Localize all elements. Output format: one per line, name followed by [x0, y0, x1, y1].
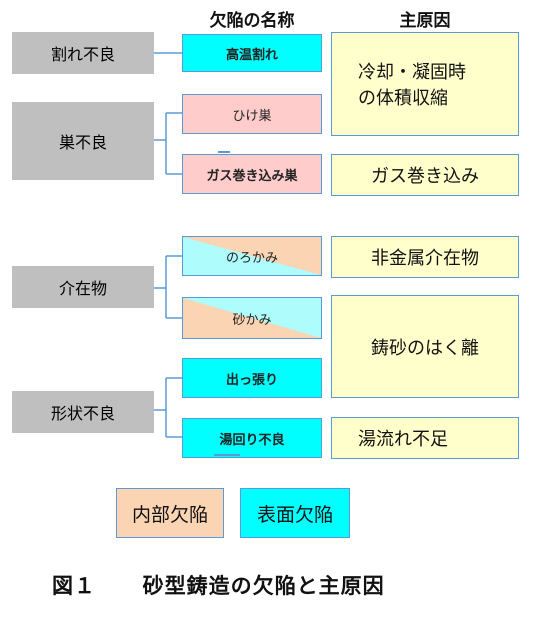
- category-kaizai: 介在物: [12, 266, 154, 308]
- defect-gas-makikomi-su: ガス巻き込み巣: [182, 154, 322, 194]
- legend-internal-defect: 内部欠陥: [116, 488, 224, 538]
- defect-yumawari-furyo: 湯回り不良: [182, 418, 322, 458]
- cause-hikinzoku-kaizaibutsu: 非金属介在物: [331, 236, 519, 278]
- figure-caption: 図１ 砂型鋳造の欠陥と主原因: [52, 570, 512, 600]
- header-defect-name: 欠陥の名称: [209, 11, 295, 31]
- underline-mark: [214, 454, 240, 456]
- defect-deppari: 出っ張り: [182, 358, 322, 398]
- cause-yunagare-busoku: 湯流れ不足: [331, 417, 519, 459]
- cause-gas-makikomi: ガス巻き込み: [331, 154, 519, 196]
- category-wari: 割れ不良: [12, 32, 154, 74]
- cause-line: 冷却・凝固時: [358, 62, 466, 83]
- cause-line: の体積収縮: [358, 88, 448, 109]
- figure-title: 砂型鋳造の欠陥と主原因: [142, 574, 385, 598]
- legend-surface-defect: 表面欠陥: [240, 488, 350, 538]
- category-su: 巣不良: [12, 102, 154, 180]
- category-keijo: 形状不良: [12, 391, 154, 433]
- figure-number: 図１: [52, 574, 96, 598]
- defect-koon-ware: 高温割れ: [182, 34, 322, 72]
- defect-norokami: のろかみ: [182, 236, 322, 276]
- defect-sunakami: 砂かみ: [182, 297, 322, 339]
- underline-mark: [218, 151, 230, 153]
- header-main-cause: 主原因: [399, 11, 451, 31]
- cause-taiseki-shushuku: 冷却・凝固時 の体積収縮: [331, 32, 519, 136]
- cause-isuna-hakuri: 鋳砂のはく離: [331, 295, 519, 398]
- defect-hikesu: ひけ巣: [182, 94, 322, 134]
